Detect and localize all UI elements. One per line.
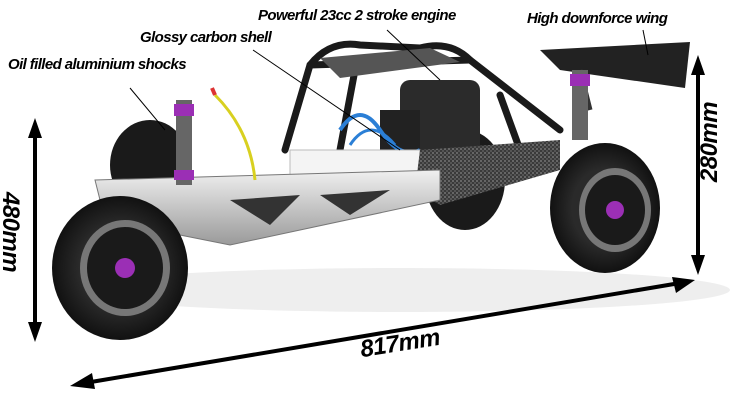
annotation-leaders	[129, 29, 649, 151]
label-shocks: Oil filled aluminium shocks	[8, 56, 187, 73]
rear-wing	[540, 42, 690, 88]
label-engine: Powerful 23cc 2 stroke engine	[258, 7, 456, 24]
front-wheel	[52, 196, 188, 340]
label-wing: High downforce wing	[527, 10, 668, 27]
front-shock	[174, 100, 194, 185]
rear-wheel	[550, 143, 660, 273]
roof-panel	[320, 48, 460, 78]
rear-shock	[570, 70, 590, 140]
length-arrow	[84, 281, 681, 385]
antenna	[213, 93, 257, 181]
carbon-shell	[415, 140, 560, 205]
dimension-width: 480mm	[0, 191, 25, 273]
dimension-arrows	[28, 55, 705, 389]
dimension-height: 280mm	[696, 101, 724, 183]
label-shell: Glossy carbon shell	[140, 29, 272, 46]
